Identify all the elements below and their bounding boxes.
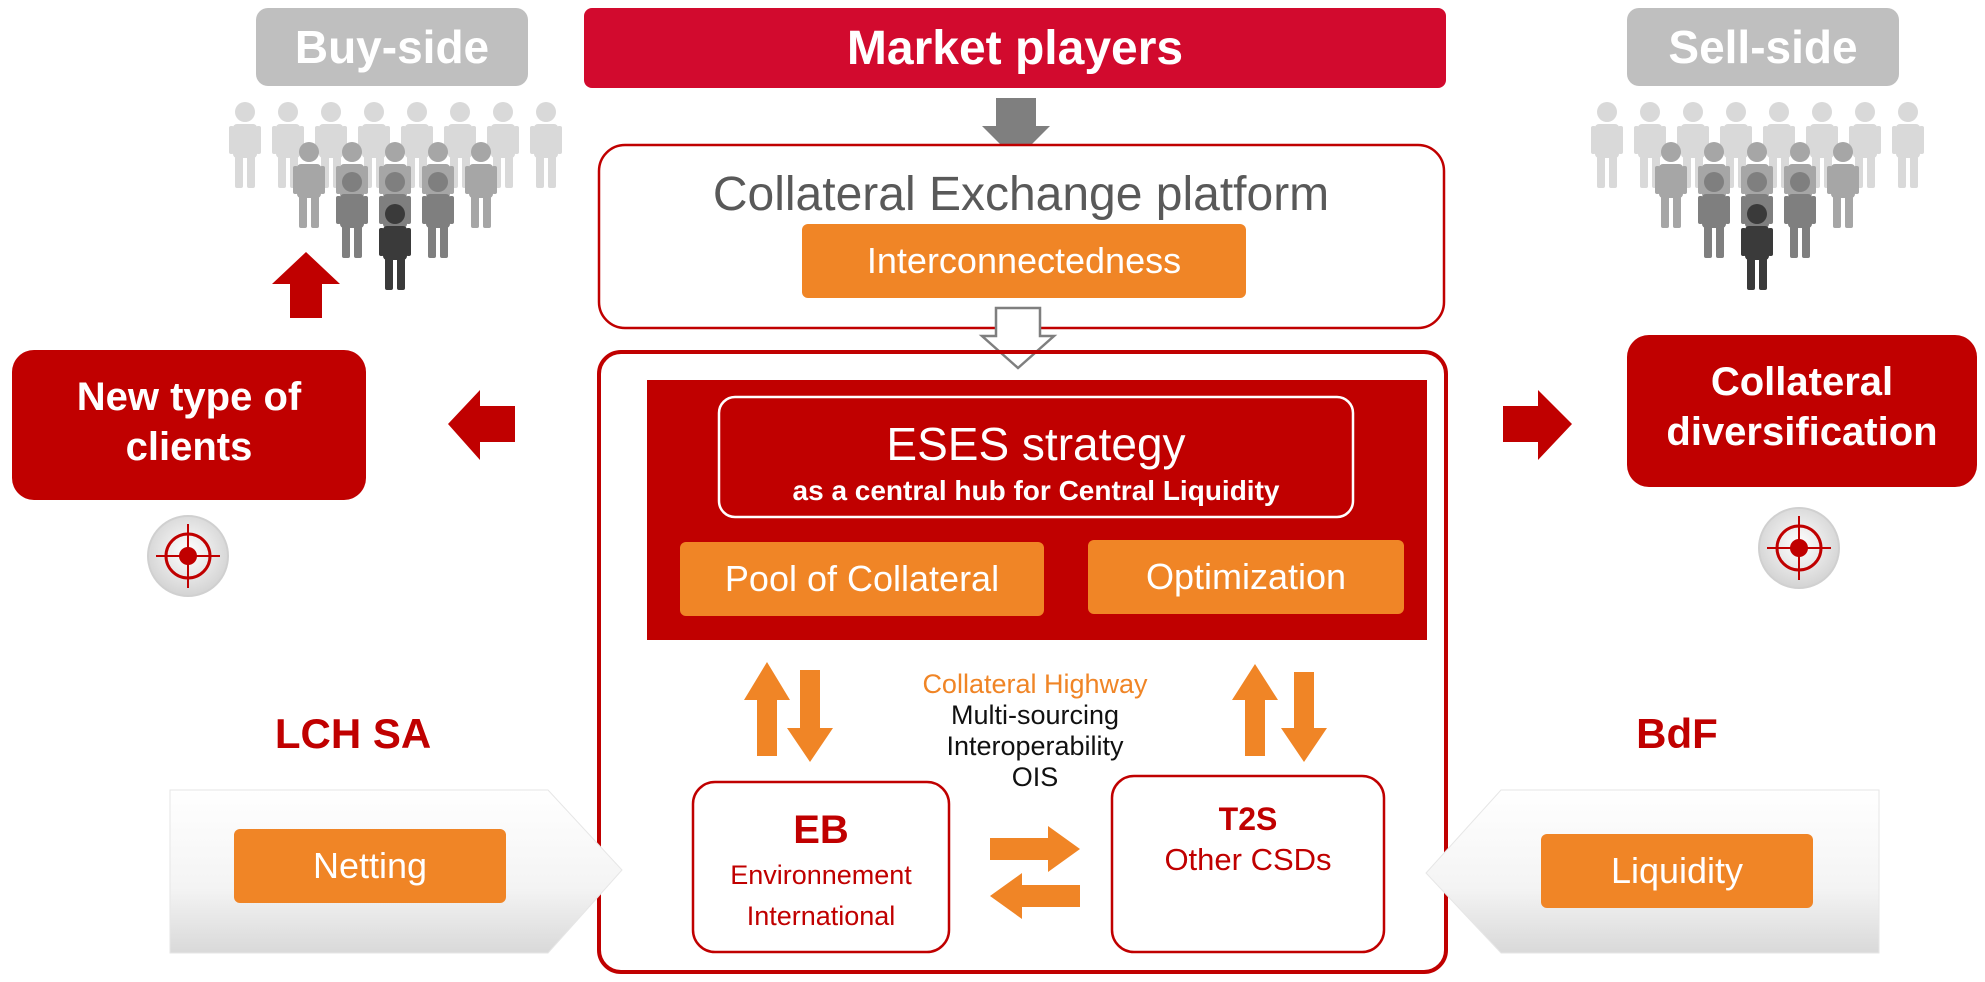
t2s-box: T2S Other CSDs bbox=[1110, 774, 1386, 954]
t2s-subtitle: Other CSDs bbox=[1164, 842, 1331, 877]
right-target-icon bbox=[1758, 507, 1840, 589]
new-type-of-clients-box: New type of clients bbox=[12, 350, 366, 500]
market-players-label: Market players bbox=[847, 22, 1183, 75]
pool-of-collateral-label: Pool of Collateral bbox=[725, 558, 999, 599]
buy-side-label: Buy-side bbox=[295, 21, 489, 73]
highway-line-multisourcing: Multi-sourcing bbox=[951, 700, 1119, 730]
interconnectedness-badge: Interconnectedness bbox=[867, 240, 1181, 281]
platform-title: Collateral Exchange platform bbox=[713, 168, 1329, 221]
netting-chevron: Netting bbox=[169, 789, 623, 954]
eb-exchange-arrows-icon bbox=[744, 662, 833, 762]
collateral-diversification-box: Collateral diversification bbox=[1627, 335, 1977, 487]
highway-line-ois: OIS bbox=[1012, 762, 1059, 792]
collateral-highway-text: Collateral Highway Multi-sourcing Intero… bbox=[922, 669, 1148, 792]
down-arrow-grey-icon bbox=[982, 98, 1050, 160]
market-players-header: Market players bbox=[584, 8, 1446, 88]
left-target-icon bbox=[147, 515, 229, 597]
left-arrow-red-icon bbox=[448, 390, 515, 460]
collateral-exchange-platform: Collateral Exchange platform Interconnec… bbox=[597, 143, 1446, 330]
eb-box: EB Environnement International bbox=[691, 780, 951, 954]
liquidity-chevron: Liquidity bbox=[1425, 789, 1880, 954]
eb-t2s-exchange-arrows-icon bbox=[990, 826, 1080, 919]
eb-line-international: International bbox=[747, 901, 896, 931]
diversification-line-2: diversification bbox=[1666, 410, 1937, 454]
eb-line-environnement: Environnement bbox=[730, 860, 912, 890]
diversification-line-1: Collateral bbox=[1711, 360, 1893, 404]
new-clients-line-1: New type of bbox=[77, 375, 302, 419]
central-hub-frame bbox=[597, 350, 1448, 974]
up-arrow-red-icon bbox=[272, 252, 340, 318]
t2s-title: T2S bbox=[1219, 801, 1278, 837]
eb-title: EB bbox=[793, 808, 849, 852]
buy-side-header: Buy-side bbox=[256, 8, 528, 86]
lch-sa-label: LCH SA bbox=[275, 710, 431, 757]
buy-side-crowd-icon bbox=[229, 102, 562, 290]
bdf-label: BdF bbox=[1636, 710, 1718, 757]
eses-strategy-title: ESES strategy bbox=[886, 418, 1185, 470]
right-arrow-red-icon bbox=[1503, 390, 1572, 460]
netting-label: Netting bbox=[313, 845, 427, 886]
sell-side-label: Sell-side bbox=[1668, 21, 1857, 73]
highway-line-interoperability: Interoperability bbox=[946, 731, 1124, 761]
sell-side-header: Sell-side bbox=[1627, 8, 1899, 86]
liquidity-label: Liquidity bbox=[1611, 850, 1743, 891]
sell-side-crowd-icon bbox=[1591, 102, 1924, 290]
eses-strategy-block: ESES strategy as a central hub for Centr… bbox=[647, 380, 1427, 640]
new-clients-line-2: clients bbox=[126, 425, 253, 469]
eses-strategy-subtitle: as a central hub for Central Liquidity bbox=[793, 475, 1280, 506]
t2s-exchange-arrows-icon bbox=[1232, 664, 1327, 762]
optimization-label: Optimization bbox=[1146, 556, 1346, 597]
highway-title: Collateral Highway bbox=[922, 669, 1148, 699]
